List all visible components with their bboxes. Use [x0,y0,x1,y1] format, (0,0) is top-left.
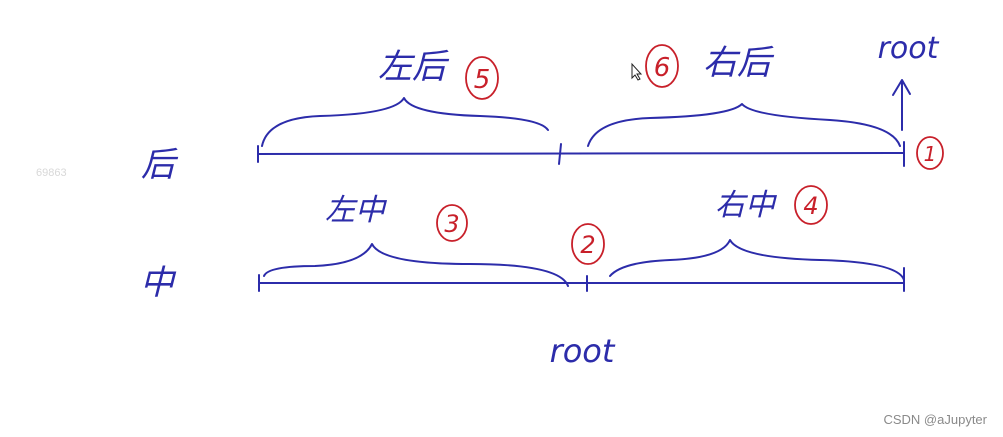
postorder-root-step: 1 [924,142,937,166]
postorder-root-step-marker: 1 [916,136,944,170]
inorder-right-label: 右中 [715,188,778,223]
inorder-right-step-marker: 4 [794,185,828,225]
mouse-cursor-icon [631,62,643,81]
inorder-left-label: 左中 [325,193,388,228]
postorder-root-label: root [878,31,940,66]
postorder-right-label: 右后 [703,43,775,83]
watermark: CSDN @aJupyter [883,412,987,427]
inorder-left-step: 3 [444,210,459,238]
inorder-root-step: 2 [580,231,595,259]
postorder-right-step: 6 [654,53,671,83]
inorder-right-brace [609,239,905,281]
inorder-left-step-marker: 3 [436,204,468,242]
postorder-row-label: 后 [141,145,179,185]
postorder-left-step-marker: 5 [465,56,499,100]
inorder-row-label: 中 [140,263,177,303]
postorder-tick-split [558,143,562,165]
postorder-left-step: 5 [474,65,491,95]
inorder-root-label: root [550,332,616,370]
faint-mark: 69863 [36,167,67,179]
inorder-left-brace [263,243,569,287]
postorder-right-brace [587,103,901,147]
inorder-right-step: 4 [803,192,818,220]
inorder-root-step-marker: 2 [571,223,605,265]
postorder-axis-line [257,152,905,155]
postorder-left-brace [261,97,549,147]
postorder-left-label: 左后 [378,47,450,87]
root-arrow-head [892,79,911,96]
postorder-right-step-marker: 6 [645,44,679,88]
